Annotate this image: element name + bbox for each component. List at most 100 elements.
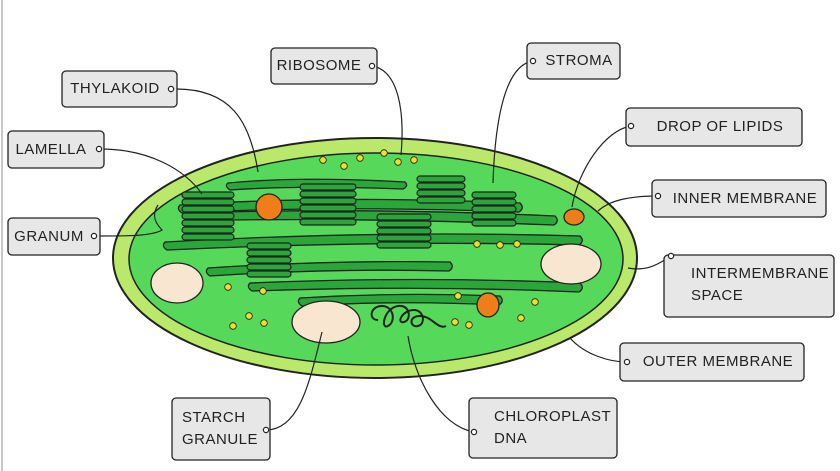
label-intermembrane-space: INTERMEMBRANE SPACE — [671, 255, 831, 315]
label-drop-of-lipids: DROP OF LIPIDS — [656, 118, 784, 136]
label-thylakoid: THYLAKOID — [70, 80, 160, 98]
leader-dot — [667, 252, 675, 260]
starch-granule — [291, 300, 361, 344]
ribosome — [531, 298, 539, 306]
ribosome — [473, 240, 481, 248]
lipid-drops — [255, 193, 585, 318]
thylakoid-disc — [299, 211, 357, 219]
leader-lipids — [571, 125, 632, 208]
label-starch-line1: STARCH — [182, 409, 246, 427]
label-boxes — [7, 42, 835, 461]
lamella — [247, 278, 583, 293]
label-box — [663, 254, 835, 318]
ribosome — [394, 158, 402, 166]
ribosome — [260, 319, 268, 327]
label-box — [625, 107, 803, 147]
thylakoid-disc — [246, 242, 292, 250]
label-dna-line2: DNA — [494, 430, 528, 447]
thylakoid-disc — [299, 218, 357, 226]
label-box — [7, 217, 101, 256]
label-intermembrane-line1: INTERMEMBRANE — [691, 265, 830, 283]
label-stroma: STROMA — [545, 52, 613, 70]
thylakoid-disc — [376, 213, 432, 221]
thylakoid-disc — [246, 256, 292, 264]
lipid-drop — [563, 208, 585, 226]
ribosome — [229, 322, 237, 330]
thylakoid-disc — [416, 182, 466, 190]
ribosome — [356, 154, 364, 162]
thylakoid-disc — [181, 191, 235, 199]
thylakoid-disc — [471, 219, 517, 227]
label-chloroplast-dna: CHLOROPLAST DNA — [474, 398, 614, 458]
ribosome — [259, 287, 267, 295]
leader-dot — [529, 57, 537, 65]
label-box — [526, 42, 621, 80]
leader-dot — [262, 426, 270, 434]
leader-dot — [95, 145, 103, 153]
label-box — [171, 397, 271, 461]
thylakoid-disc — [471, 198, 517, 206]
ribosomes — [224, 149, 539, 330]
starch-granules — [150, 243, 602, 344]
label-lamella: LAMELLA — [15, 140, 87, 158]
thylakoid-disc — [376, 227, 432, 235]
thylakoid-disc — [299, 190, 357, 198]
thylakoid-disc — [299, 197, 357, 205]
label-box — [61, 70, 178, 108]
thylakoid-disc — [299, 183, 357, 191]
grana — [181, 175, 517, 278]
thylakoid-disc — [181, 219, 235, 227]
thylakoid-disc — [181, 233, 235, 241]
label-box — [7, 130, 105, 169]
thylakoid-disc — [376, 234, 432, 242]
ribosome — [245, 312, 253, 320]
thylakoid-disc — [471, 191, 517, 199]
thylakoid-disc — [376, 241, 432, 249]
thylakoid-disc — [471, 212, 517, 220]
leader-dna — [407, 335, 475, 433]
thylakoid-disc — [181, 205, 235, 213]
label-granum: GRANUM — [14, 227, 84, 245]
leader-inner — [597, 195, 659, 212]
ribosome — [465, 321, 473, 329]
leader-outer — [569, 337, 628, 363]
ribosome — [410, 156, 418, 164]
thylakoid-disc — [181, 198, 235, 206]
label-starch-granule: STARCH GRANULE — [162, 398, 262, 460]
label-outer-membrane: OUTER MEMBRANE — [642, 353, 794, 371]
ribosome — [319, 156, 327, 164]
thylakoid-disc — [416, 196, 466, 204]
label-box — [270, 47, 378, 85]
thylakoid-disc — [471, 205, 517, 213]
leader-dot — [654, 192, 662, 200]
label-box — [619, 342, 805, 382]
thylakoid-disc — [181, 226, 235, 234]
thylakoid-disc — [246, 249, 292, 257]
label-box — [651, 179, 827, 218]
leader-dot — [368, 62, 376, 70]
label-starch-line2: GRANULE — [182, 431, 259, 448]
thylakoid-disc — [299, 204, 357, 212]
thylakoid-disc — [246, 270, 292, 278]
ribosome — [454, 292, 462, 300]
label-ribosome: RIBOSOME — [276, 57, 362, 75]
ribosome — [224, 283, 232, 291]
starch-granule — [540, 243, 602, 285]
label-intermembrane-line2: SPACE — [691, 287, 744, 304]
lipid-drop — [476, 292, 500, 318]
thylakoid-disc — [416, 175, 466, 183]
leader-dot — [167, 85, 175, 93]
thylakoid-disc — [416, 189, 466, 197]
chloroplast-dna — [370, 304, 447, 328]
leader-dot — [470, 428, 478, 436]
label-box — [468, 397, 618, 459]
leader-ribosome — [371, 65, 403, 156]
leader-lamella — [99, 148, 203, 195]
leader-granum — [95, 204, 163, 237]
leader-thylakoid — [175, 88, 259, 173]
thylakoid-disc — [376, 220, 432, 228]
ribosome — [496, 241, 504, 249]
leader-dot — [623, 358, 631, 366]
